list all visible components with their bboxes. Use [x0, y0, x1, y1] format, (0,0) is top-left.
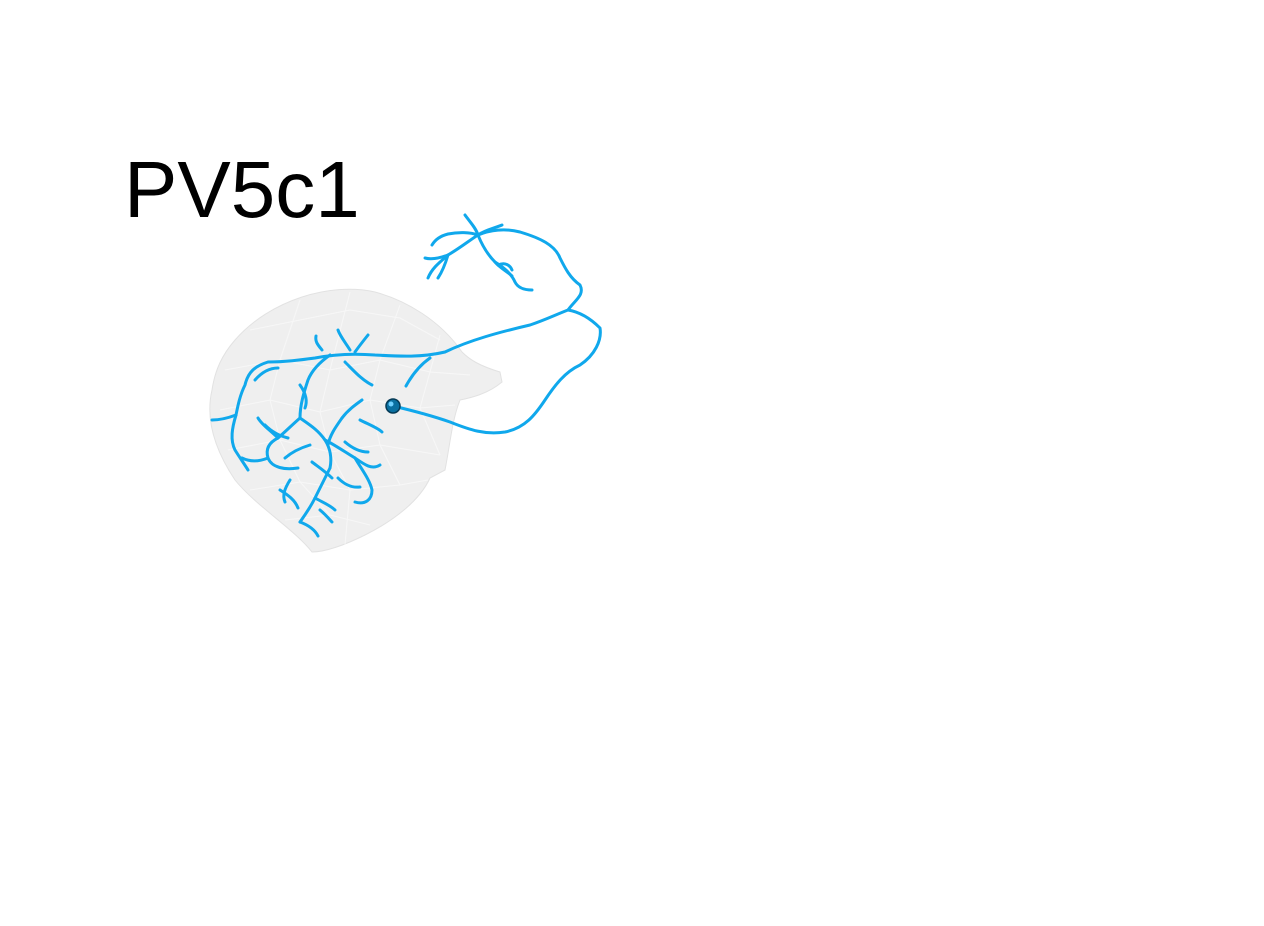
neuropil-mesh — [209, 288, 503, 553]
neuron-skeleton — [210, 213, 602, 538]
soma-marker — [385, 398, 401, 414]
neuron-type-label: PV5c1 — [124, 145, 360, 234]
